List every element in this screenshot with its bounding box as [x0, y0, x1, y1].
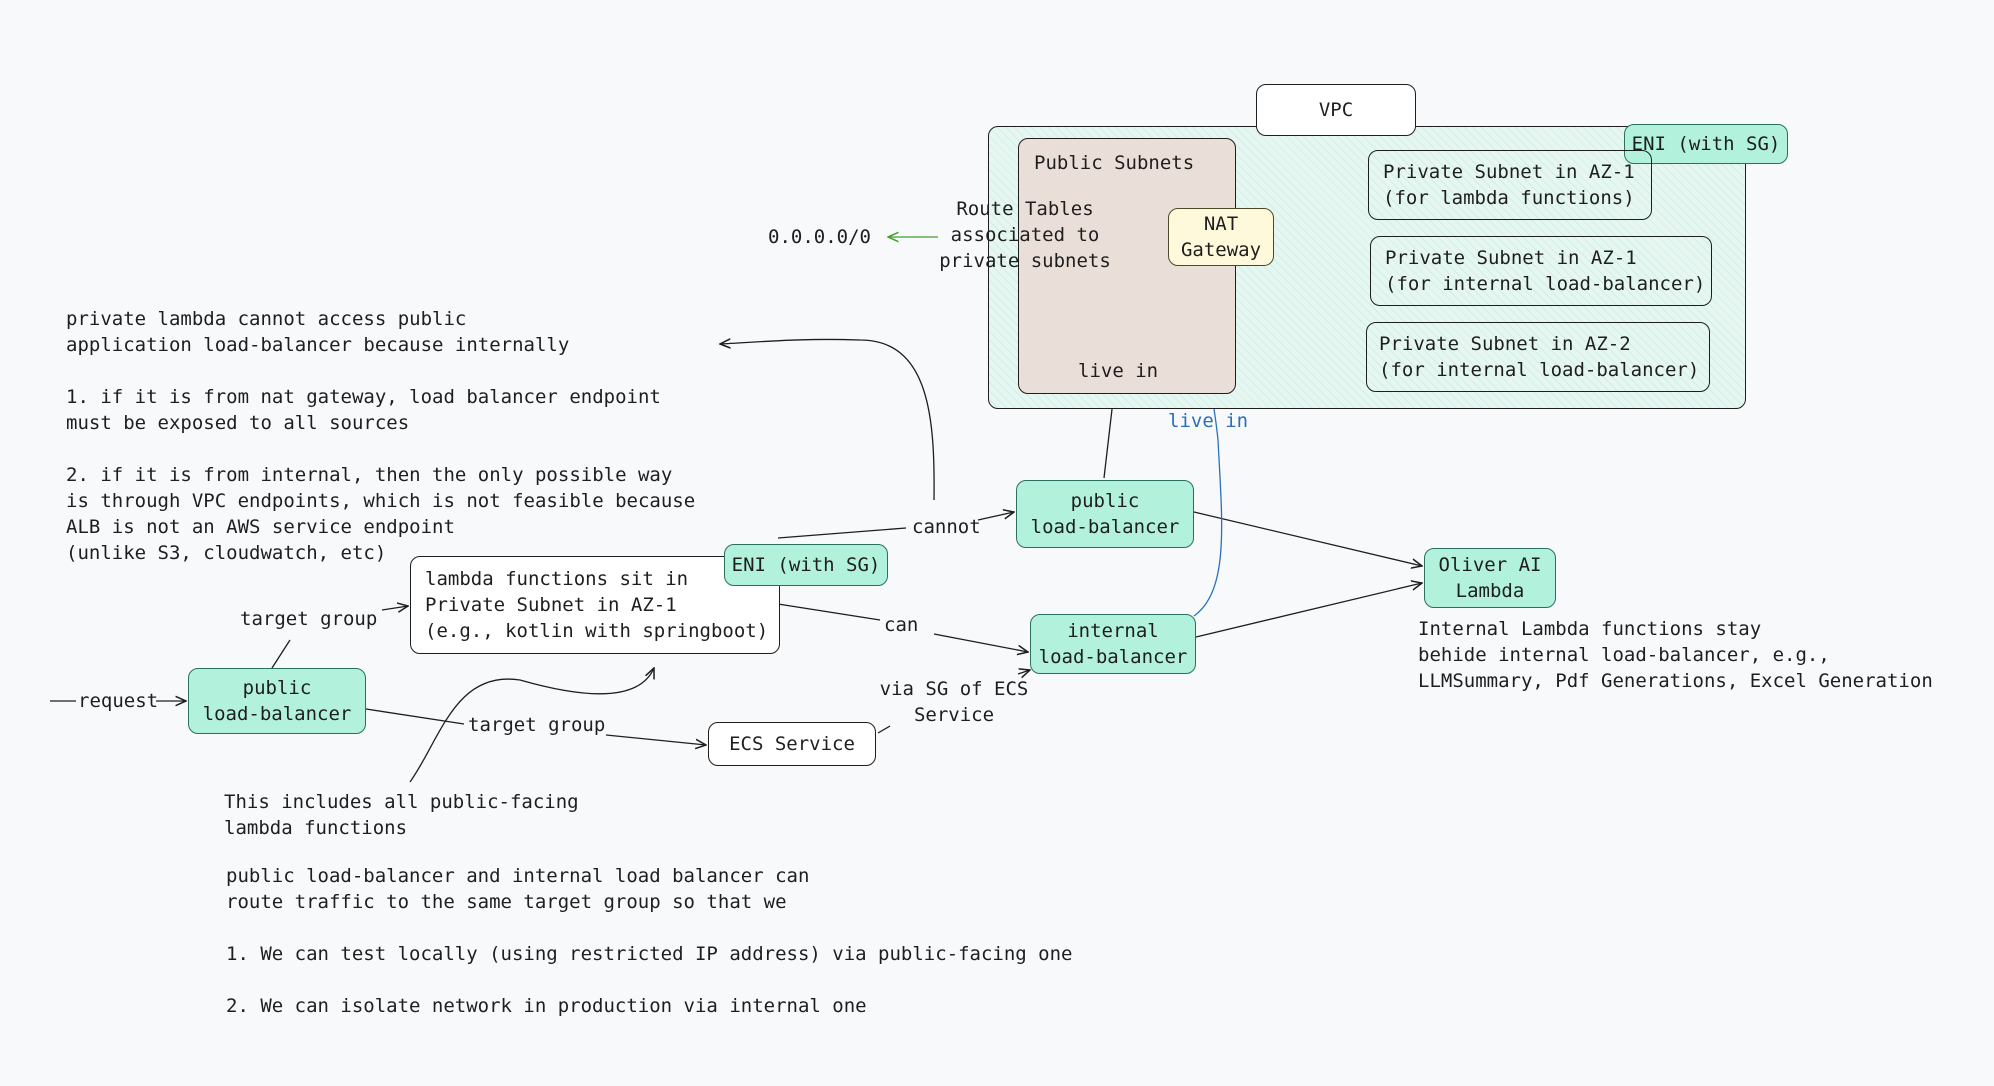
edge-target-group-upper-2: [381, 606, 408, 610]
edge-target-group-lower-2: [605, 734, 706, 745]
edge-internal-lb-oliver: [1195, 583, 1422, 638]
live-in-label: live in: [1078, 360, 1159, 382]
public-subnets-label: Public Subnets: [1034, 152, 1195, 174]
target-group-label-lower: target group: [468, 714, 606, 736]
public-load-balancer-middle: public load-balancer: [1016, 480, 1194, 548]
live-in-blue-label: live in: [1168, 410, 1249, 432]
request-label: request: [78, 690, 159, 712]
edge-public-lambda-note: [409, 668, 654, 783]
nat-gateway: NAT Gateway: [1168, 208, 1274, 266]
route-tables-label: Route Tables associated to private subne…: [939, 198, 1111, 272]
public-subnets-area: [1018, 138, 1236, 394]
target-group-label-upper: target group: [240, 608, 378, 630]
cidr-label: 0.0.0.0/0: [768, 226, 871, 248]
edge-can: [777, 603, 881, 621]
target-group-note: public load-balancer and internal load b…: [226, 865, 1073, 1017]
private-subnet-az1-lambda: Private Subnet in AZ-1 (for lambda funct…: [1368, 150, 1652, 220]
public-lambda-note: This includes all public-facing lambda f…: [224, 791, 579, 839]
edge-via-sg: [877, 725, 891, 734]
oliver-ai-lambda: Oliver AI Lambda: [1424, 548, 1556, 608]
lambda-functions-box: lambda functions sit in Private Subnet i…: [410, 556, 780, 654]
edge-cannot-note: [720, 339, 935, 501]
private-lambda-note: private lambda cannot access public appl…: [66, 308, 696, 564]
vpc-title: VPC: [1256, 84, 1416, 136]
public-load-balancer-left: public load-balancer: [188, 668, 366, 734]
eni-lambda: ENI (with SG): [724, 544, 888, 586]
edge-target-group-upper: [271, 639, 291, 669]
can-label: can: [884, 614, 919, 636]
edge-can-2: [933, 633, 1028, 652]
ecs-service: ECS Service: [708, 722, 876, 766]
edge-public-lb-oliver: [1193, 511, 1422, 566]
edge-cannot: [777, 527, 907, 539]
internal-load-balancer: internal load-balancer: [1030, 614, 1196, 674]
edge-target-group-lower: [365, 708, 465, 725]
private-subnet-az1-internal-lb: Private Subnet in AZ-1 (for internal loa…: [1370, 236, 1712, 306]
edge-via-sg-2: [1017, 670, 1030, 674]
cannot-label: cannot: [912, 516, 981, 538]
via-sg-label: via SG of ECS Service: [879, 678, 1029, 726]
private-subnet-az2-internal-lb: Private Subnet in AZ-2 (for internal loa…: [1366, 322, 1710, 392]
internal-lambda-note: Internal Lambda functions stay behide in…: [1418, 618, 1933, 692]
edge-cannot-2: [977, 512, 1014, 521]
